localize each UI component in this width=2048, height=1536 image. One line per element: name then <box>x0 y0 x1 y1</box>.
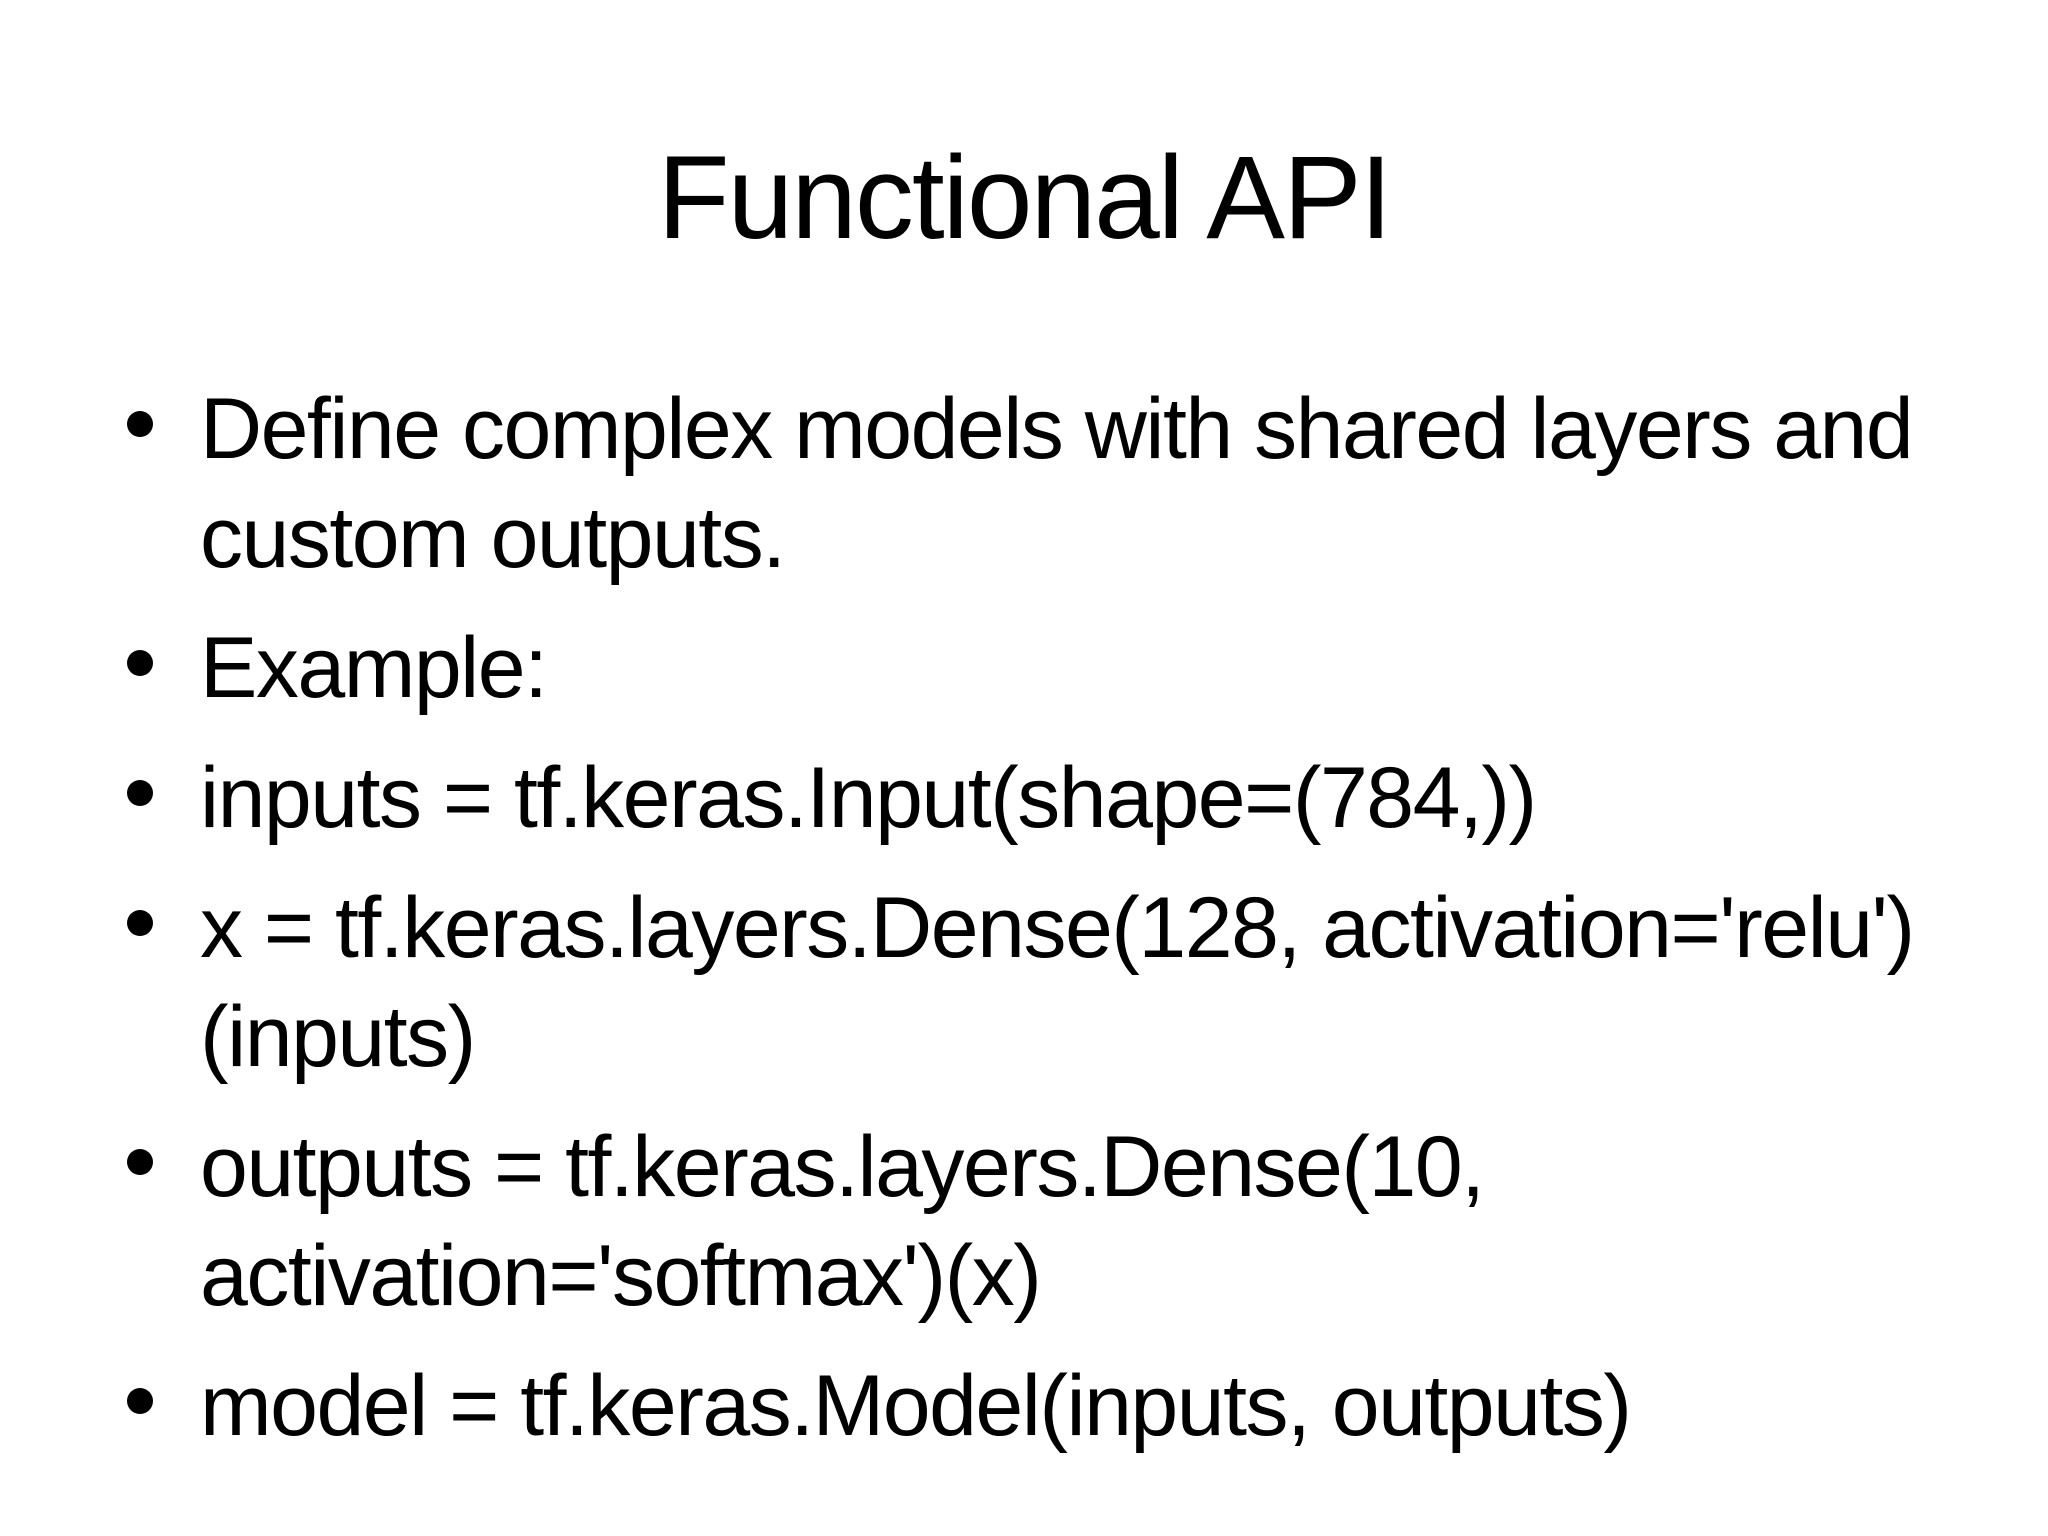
bullet-line-text: x = tf.keras.layers.Dense(128, activatio… <box>200 880 1915 976</box>
bullet-line-text: inputs = tf.keras.Input(shape=(784,)) <box>200 750 1537 846</box>
bullet-line-text: activation='softmax')(x) <box>200 1228 1042 1324</box>
bullet-dot-icon <box>127 650 153 676</box>
bullet-item: inputs = tf.keras.Input(shape=(784,)) <box>127 744 1958 853</box>
bullet-line-text: Define complex models with shared layers… <box>200 381 1914 477</box>
bullet-dot-icon <box>127 780 153 806</box>
bullet-list: Define complex models with shared layers… <box>0 375 2048 1461</box>
bullet-dot-icon <box>127 1149 153 1175</box>
bullet-dot-icon <box>127 910 153 936</box>
bullet-line-text: Example: <box>200 620 548 716</box>
bullet-item: Define complex models with shared layers… <box>127 375 1958 593</box>
bullet-line-text: outputs = tf.keras.layers.Dense(10, <box>200 1119 1485 1215</box>
slide-title: Functional API <box>657 132 1393 264</box>
bullet-item: x = tf.keras.layers.Dense(128, activatio… <box>127 874 1958 1092</box>
bullet-dot-icon <box>127 411 153 437</box>
bullet-item: Example: <box>127 614 1958 723</box>
bullet-item: outputs = tf.keras.layers.Dense(10, acti… <box>127 1113 1958 1331</box>
bullet-item: model = tf.keras.Model(inputs, outputs) <box>127 1352 1958 1461</box>
bullet-line-text: custom outputs. <box>200 490 786 586</box>
bullet-line-text: model = tf.keras.Model(inputs, outputs) <box>200 1358 1632 1454</box>
bullet-line-text: (inputs) <box>200 989 476 1085</box>
bullet-dot-icon <box>127 1388 153 1414</box>
